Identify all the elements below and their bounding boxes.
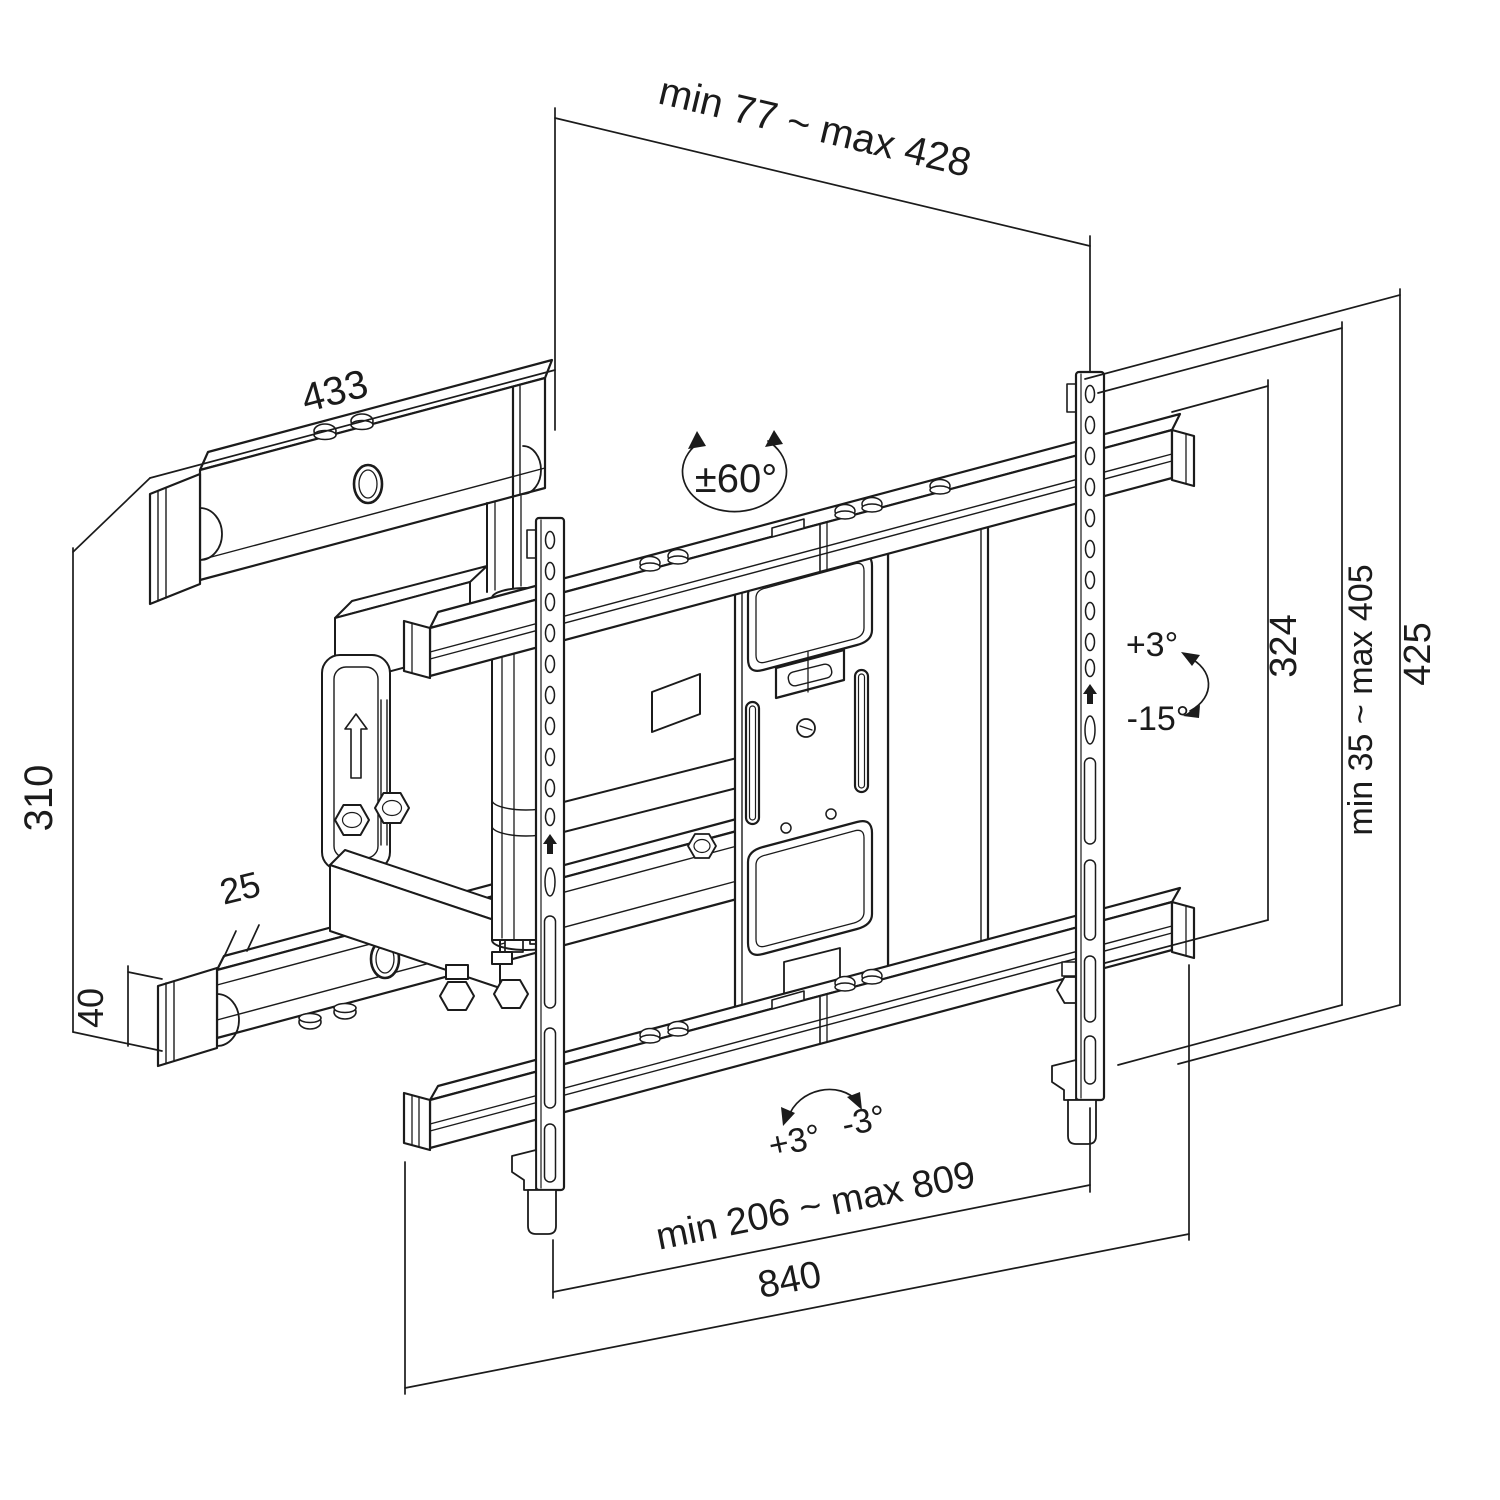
- roll-plus-label: +3°: [765, 1117, 824, 1165]
- wall-plate-top-rail: [148, 358, 554, 606]
- roll-indicator: +3° -3°: [765, 1088, 889, 1165]
- dim-bracket-width-label: 840: [754, 1253, 824, 1307]
- vesa-strip-left: [511, 516, 566, 1235]
- tv-rail-top: [402, 412, 1196, 680]
- dim-plate-height: 324: [1104, 379, 1305, 964]
- tilt-up-label: +3°: [1126, 626, 1178, 664]
- up-arrow-icon: [344, 713, 368, 779]
- dim-height-range: min 35 ~ max 405: [1097, 321, 1380, 1066]
- up-arrow-icon: [1083, 684, 1097, 704]
- vesa-strip-right: [1051, 370, 1106, 1145]
- swivel-label: ±60°: [695, 457, 777, 501]
- tilt-down-label: -15°: [1127, 700, 1190, 738]
- dim-wall-plate-height-label: 310: [17, 765, 61, 832]
- dim-width-range-label: min 206 ~ max 809: [653, 1154, 979, 1259]
- up-arrow-icon: [543, 834, 557, 854]
- tv-rail-bottom: [402, 886, 1196, 1152]
- dim-rail-height: 40: [70, 965, 163, 1047]
- dim-height-range-label: min 35 ~ max 405: [1342, 564, 1380, 835]
- dim-rail-depth: 25: [216, 863, 265, 958]
- dim-rail-height-label: 40: [70, 988, 111, 1028]
- swivel-indicator: ±60°: [681, 430, 788, 513]
- dim-rail-depth-label: 25: [216, 863, 265, 912]
- slide-plate: [886, 494, 990, 977]
- dim-wall-plate-height: 310: [17, 547, 163, 1052]
- dim-depth-range-label: min 77 ~ max 428: [655, 69, 976, 186]
- tilt-indicator: +3° -15°: [1126, 626, 1210, 738]
- adapter-plate: [733, 520, 890, 1017]
- dim-depth-range: min 77 ~ max 428: [554, 69, 1091, 431]
- dim-bracket-height-label: 425: [1397, 622, 1439, 685]
- dim-plate-height-label: 324: [1263, 614, 1305, 677]
- roll-minus-label: -3°: [838, 1098, 889, 1144]
- dim-bracket-height: 425: [1084, 288, 1439, 1065]
